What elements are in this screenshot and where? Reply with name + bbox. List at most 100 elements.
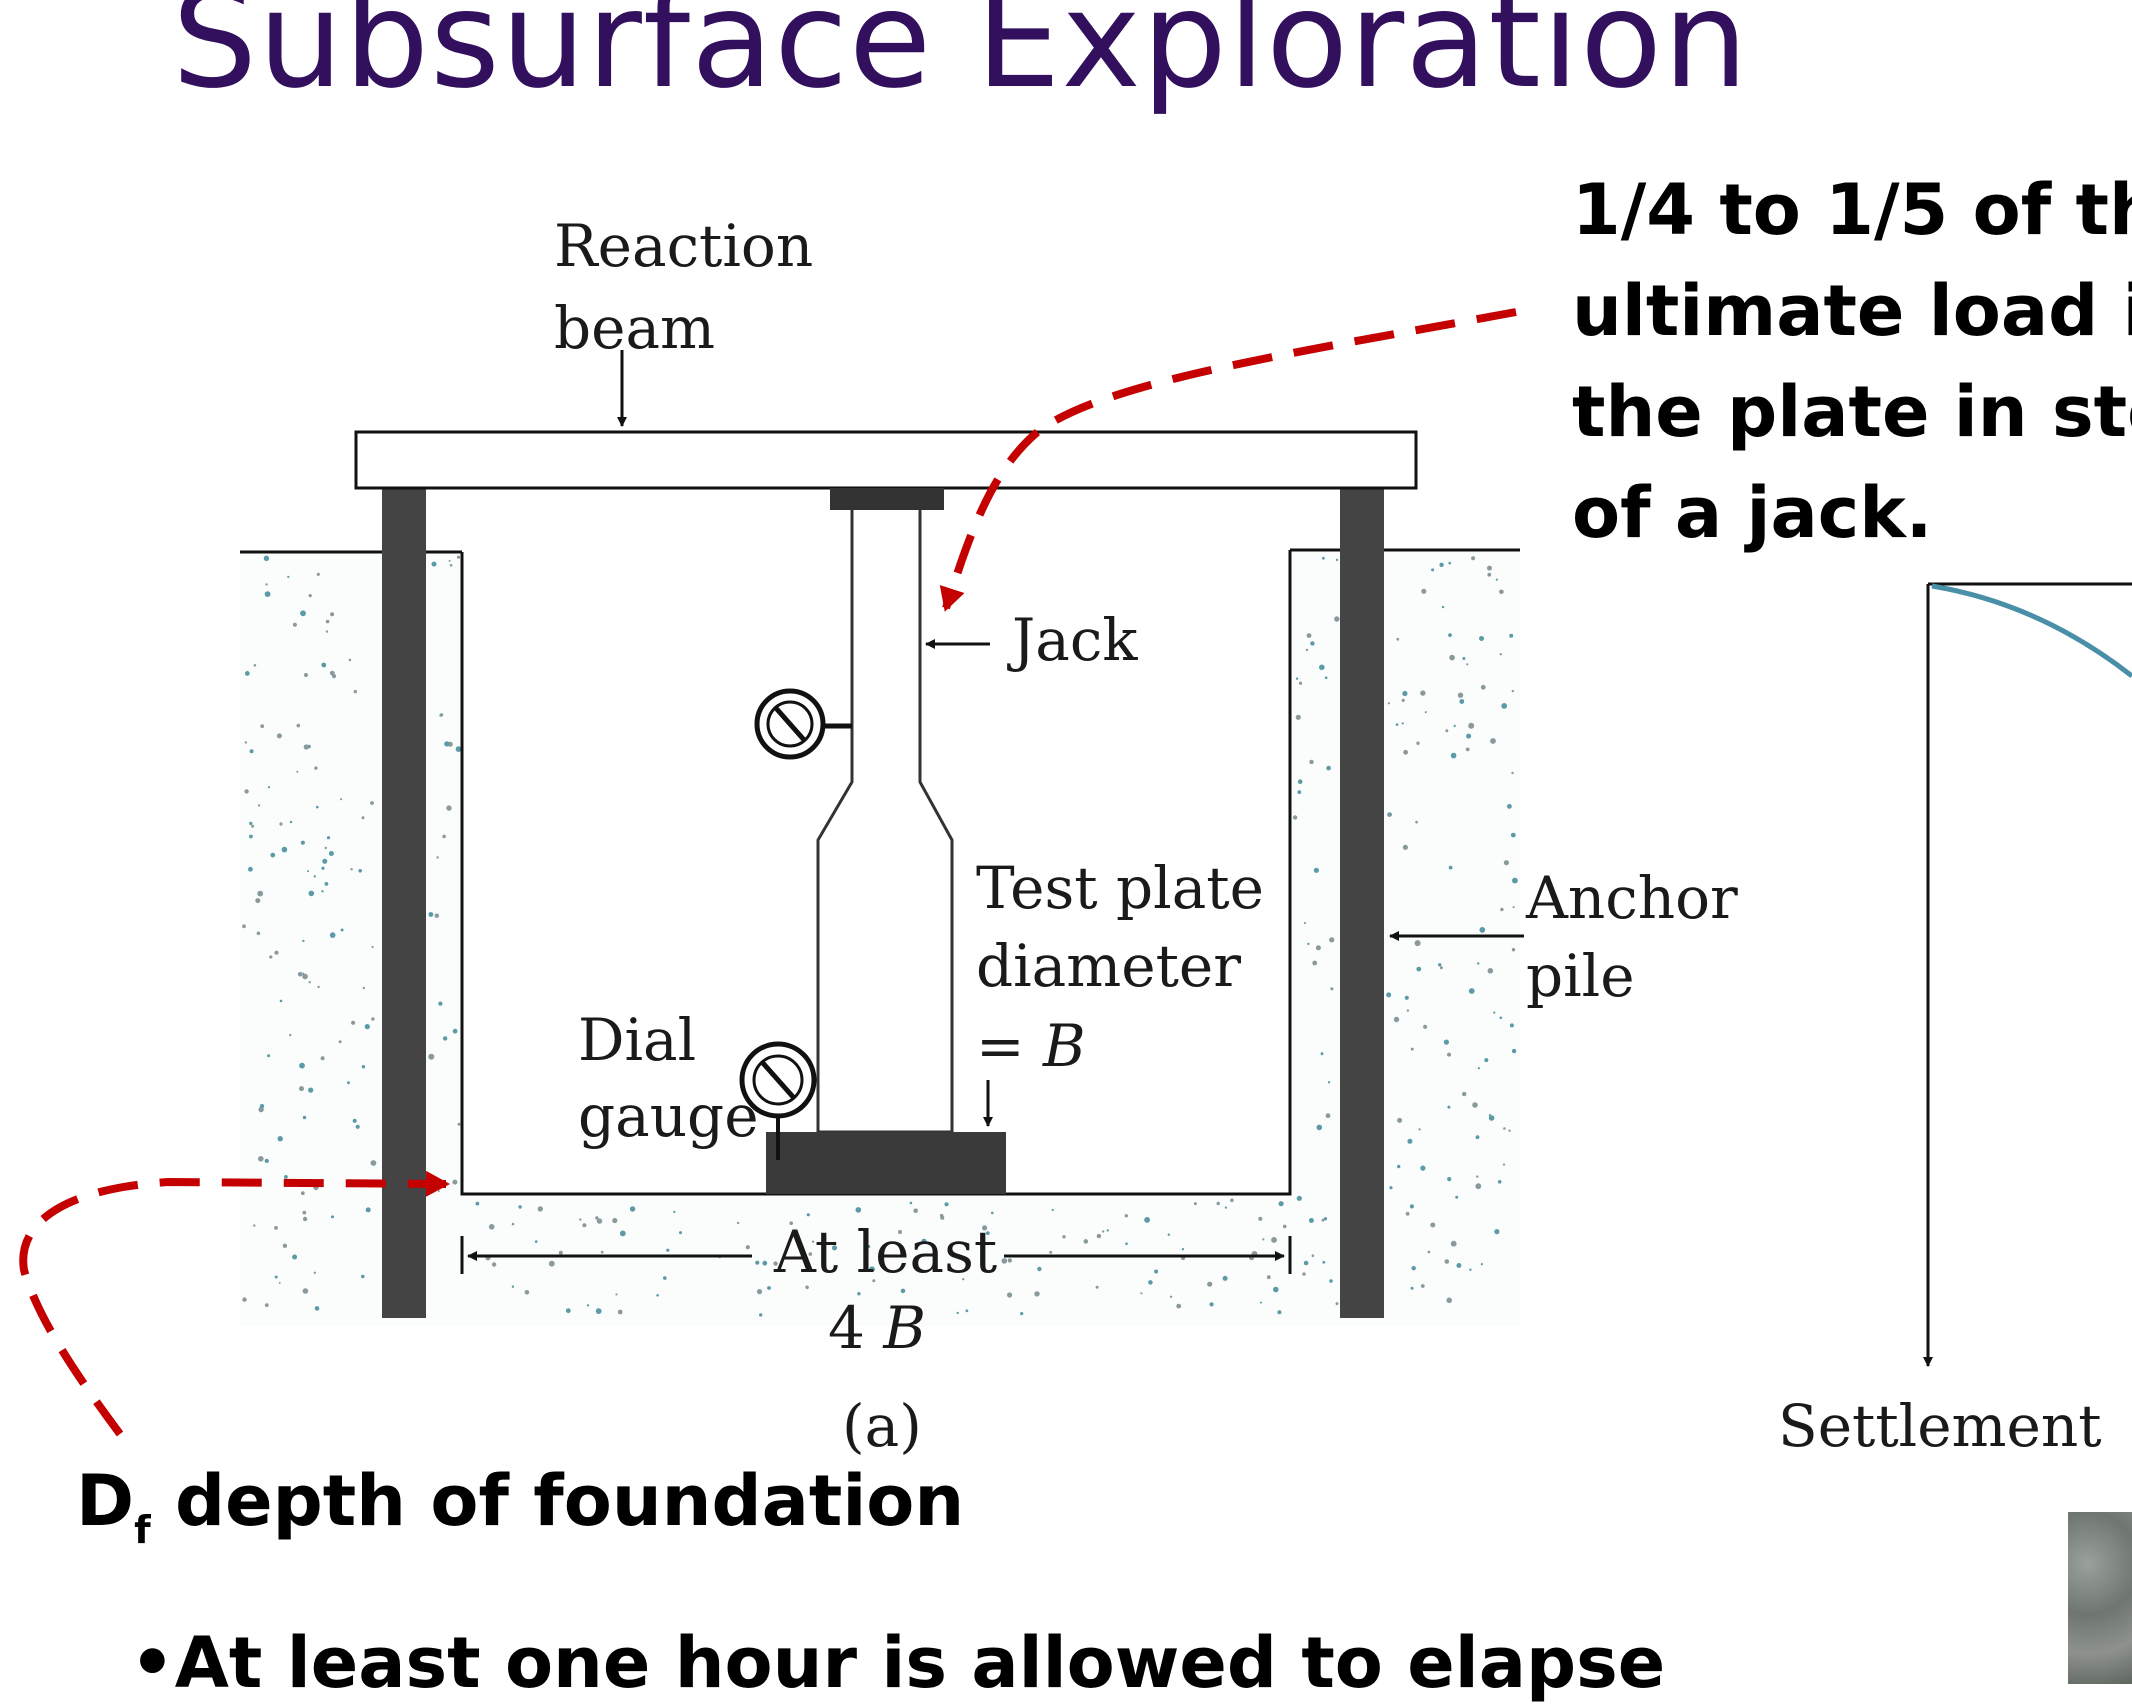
soil-speckle bbox=[267, 1054, 271, 1058]
reaction-beam-label: Reaction beam bbox=[554, 212, 832, 362]
soil-speckle bbox=[1480, 1263, 1483, 1266]
load-settlement-curve bbox=[1931, 583, 2132, 678]
anchor-pile-right bbox=[1340, 488, 1384, 1318]
anchor-pile-left bbox=[382, 488, 426, 1318]
soil-speckle bbox=[898, 1230, 902, 1234]
soil-speckle bbox=[1329, 1279, 1333, 1283]
soil-speckle bbox=[281, 846, 288, 853]
soil-speckle bbox=[1448, 561, 1451, 565]
soil-speckle bbox=[1397, 1164, 1401, 1169]
soil-speckle bbox=[253, 664, 257, 667]
soil-speckle bbox=[321, 662, 327, 668]
soil-speckle bbox=[872, 1279, 876, 1283]
soil-speckle bbox=[1322, 556, 1325, 560]
soil-speckle bbox=[1262, 1238, 1265, 1241]
soil-speckle bbox=[1443, 1039, 1449, 1045]
soil-speckle bbox=[524, 1290, 530, 1295]
soil-speckle bbox=[1310, 641, 1315, 646]
jack-cap bbox=[830, 488, 944, 510]
soil-speckle bbox=[365, 1207, 371, 1213]
soil-speckle bbox=[982, 1225, 988, 1231]
soil-speckle bbox=[370, 1160, 377, 1166]
soil-speckle bbox=[1406, 1009, 1410, 1012]
soil-speckle bbox=[282, 1243, 288, 1249]
soil-speckle bbox=[1020, 1312, 1024, 1316]
soil-speckle bbox=[755, 1260, 760, 1265]
soil-speckle bbox=[1307, 942, 1310, 946]
soil-speckle bbox=[1468, 988, 1475, 994]
soil-speckle bbox=[1273, 1286, 1279, 1293]
soil-speckle bbox=[340, 798, 343, 801]
soil-speckle bbox=[1462, 657, 1466, 660]
soil-speckle bbox=[1315, 945, 1321, 951]
soil-speckle bbox=[1494, 1229, 1500, 1235]
soil-speckle bbox=[1447, 1105, 1451, 1109]
soil-speckle bbox=[869, 1266, 875, 1273]
soil-speckle bbox=[1431, 568, 1435, 572]
soil-speckle bbox=[1148, 1280, 1153, 1285]
soil-speckle bbox=[1296, 1195, 1302, 1201]
soil-speckle bbox=[921, 1238, 927, 1244]
soil-speckle bbox=[663, 1276, 667, 1280]
soil-speckle bbox=[1334, 616, 1340, 622]
soil-speckle bbox=[1449, 654, 1455, 661]
soil-speckle bbox=[939, 1213, 944, 1218]
soil-speckle bbox=[1154, 1269, 1159, 1274]
soil-speckle bbox=[1453, 724, 1456, 728]
soil-speckle bbox=[371, 945, 374, 949]
soil-speckle bbox=[351, 1020, 356, 1025]
soil-speckle bbox=[455, 746, 462, 752]
soil-speckle bbox=[488, 1224, 495, 1230]
soil-speckle bbox=[985, 1231, 990, 1235]
soil-speckle bbox=[274, 950, 279, 955]
soil-speckle bbox=[1305, 648, 1309, 652]
soil-speckle bbox=[537, 1206, 543, 1212]
soil-speckle bbox=[258, 1156, 264, 1162]
load-callout-line-2: ultimate load i bbox=[1572, 270, 2132, 352]
soil-speckle bbox=[1209, 1302, 1214, 1307]
soil-speckle bbox=[913, 1208, 918, 1213]
soil-speckle bbox=[1462, 1091, 1467, 1097]
depth-callout-arrow bbox=[19, 1170, 450, 1437]
bullet-point: •At least one hour is allowed to elapse bbox=[130, 1622, 1666, 1704]
soil-speckle bbox=[1207, 1281, 1213, 1287]
soil-speckle bbox=[1501, 703, 1508, 709]
soil-speckle bbox=[666, 1248, 670, 1252]
soil-speckle bbox=[1297, 790, 1302, 794]
soil-speckle bbox=[303, 744, 309, 750]
soil-speckle bbox=[326, 836, 331, 840]
test-plate-label-line-2: diameter bbox=[976, 932, 1241, 1000]
soil-speckle bbox=[1445, 729, 1449, 733]
soil-speckle bbox=[457, 1122, 461, 1126]
soil-speckle bbox=[1502, 1163, 1506, 1166]
soil-speckle bbox=[362, 986, 365, 990]
soil-speckle bbox=[1448, 865, 1453, 870]
soil-speckle bbox=[1325, 1113, 1331, 1119]
soil-speckle bbox=[1477, 1067, 1480, 1070]
soil-speckle bbox=[1037, 1266, 1042, 1272]
soil-speckle bbox=[679, 1231, 682, 1235]
soil-speckle bbox=[806, 1213, 810, 1217]
soil-speckle bbox=[1510, 832, 1516, 838]
soil-speckle bbox=[446, 805, 452, 811]
soil-speckle bbox=[302, 1210, 307, 1215]
soil-speckle bbox=[831, 1245, 838, 1251]
soil-speckle bbox=[1446, 1297, 1452, 1304]
soil-speckle bbox=[1295, 677, 1299, 680]
soil-speckle bbox=[265, 583, 268, 586]
load-callout-arrow bbox=[939, 308, 1517, 612]
soil-speckle bbox=[1169, 1295, 1173, 1299]
soil-speckle bbox=[1330, 987, 1334, 991]
soil-speckle bbox=[1444, 1259, 1450, 1264]
soil-speckle bbox=[329, 932, 336, 938]
soil-speckle bbox=[1308, 1218, 1314, 1223]
soil-speckle bbox=[331, 1215, 334, 1219]
soil-speckle bbox=[364, 1024, 370, 1030]
soil-speckle bbox=[1509, 1023, 1514, 1028]
soil-speckle bbox=[1007, 1258, 1012, 1263]
soil-speckle bbox=[449, 564, 453, 567]
soil-speckle bbox=[302, 1216, 308, 1222]
soil-speckle bbox=[1319, 664, 1325, 671]
dial-gauge-label-line-2: gauge bbox=[578, 1082, 759, 1150]
depth-text: depth of foundation bbox=[150, 1460, 965, 1542]
